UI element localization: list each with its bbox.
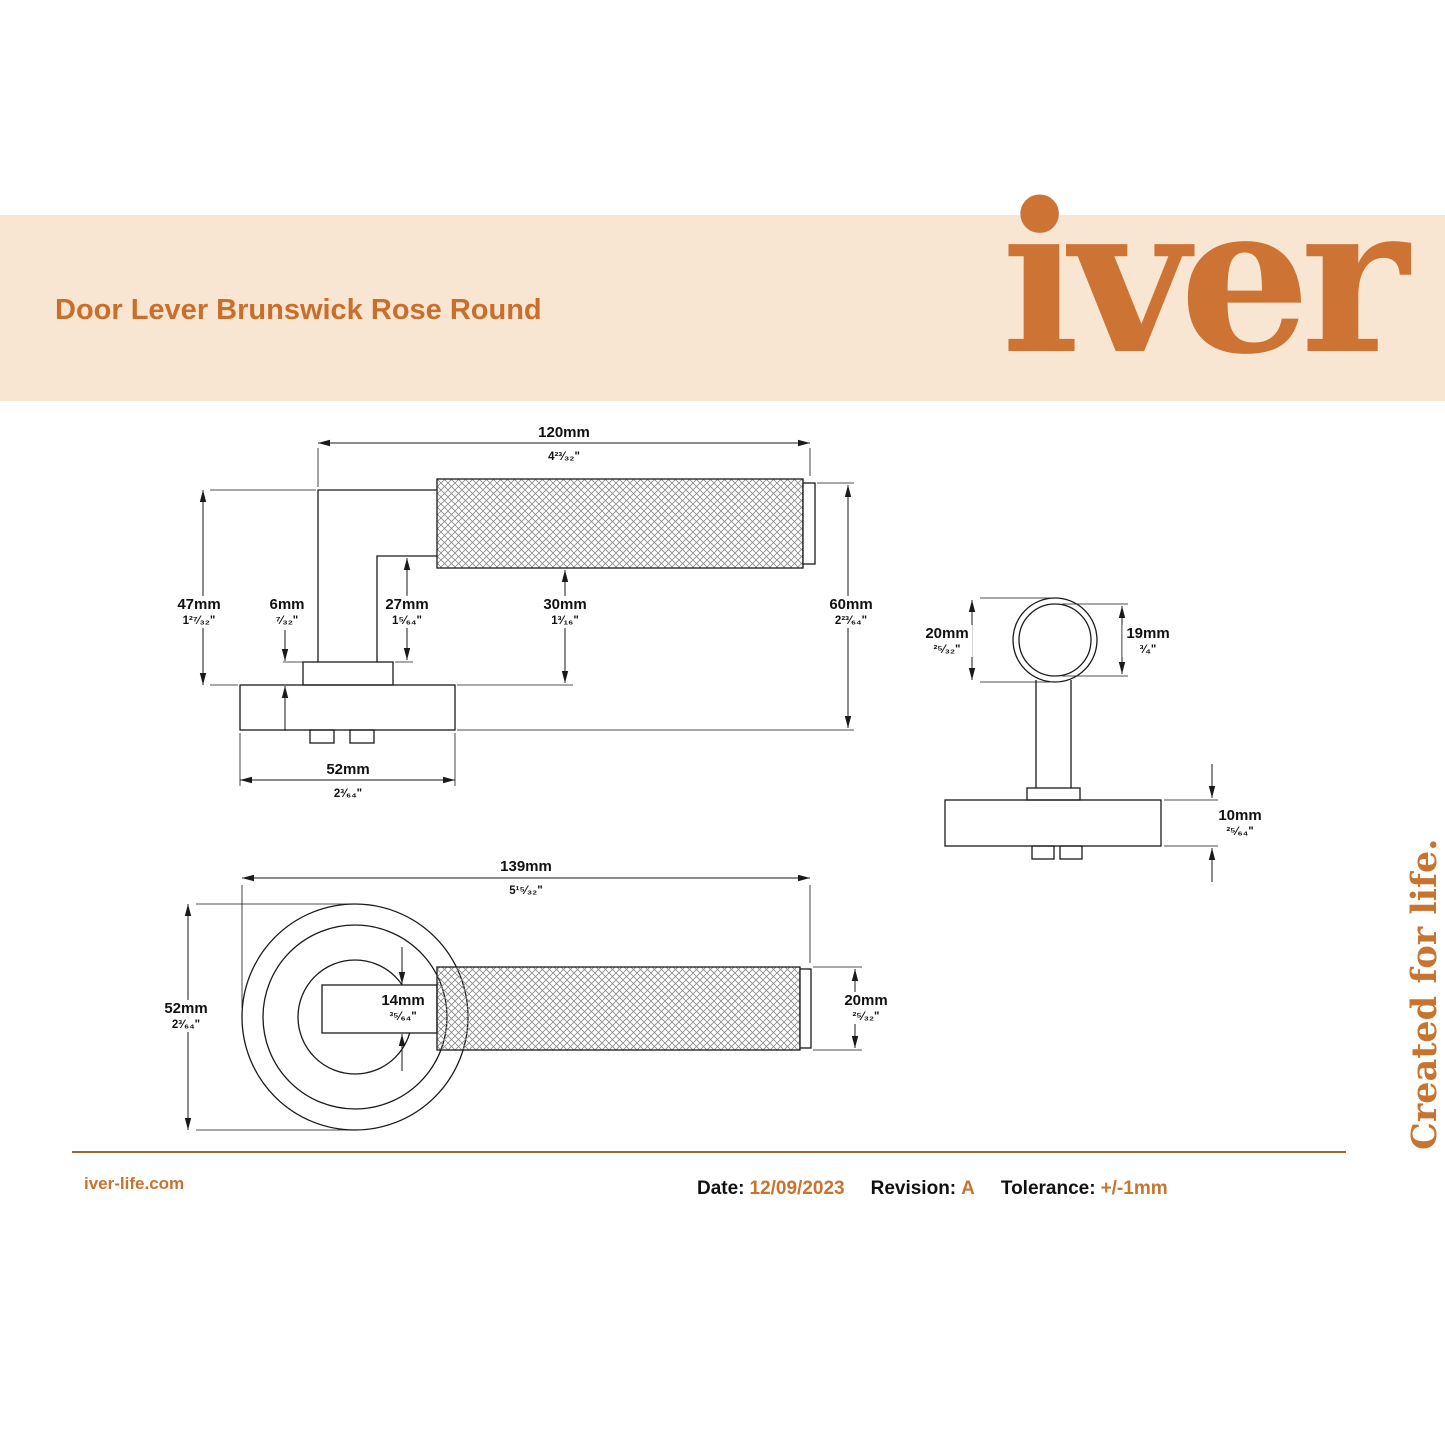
dim-mm: 60mm: [829, 595, 873, 613]
dim-inch: 2³⁄₆₄": [333, 787, 363, 800]
page-title: Door Lever Brunswick Rose Round: [55, 294, 542, 326]
neck-collar: [302, 661, 394, 686]
rose-plate-side: [239, 684, 456, 731]
dim-inch: 2³⁄₆₄": [171, 1018, 201, 1031]
dim-inch: 2²³⁄₆₄": [834, 614, 868, 627]
handle-end-cap-side: [802, 482, 816, 565]
knurled-handle-side: [436, 478, 804, 569]
stem-collar: [1026, 787, 1081, 801]
dim-mm: 6mm: [269, 595, 305, 613]
dim-inch: ²⁵⁄₃₂": [852, 1010, 880, 1023]
revision-group: Revision: A: [871, 1178, 975, 1200]
screw-right: [349, 729, 375, 744]
revision-label: Revision:: [870, 1178, 957, 1199]
dim-front-length: 139mm 5¹⁵⁄₃₂": [500, 857, 552, 897]
dim-inch: ²⁵⁄₆₄": [1226, 825, 1254, 838]
revision-value: A: [961, 1178, 975, 1199]
lever-arm-outline: [317, 489, 437, 662]
handle-end-outer-circle: [1012, 597, 1098, 683]
dim-mm: 27mm: [385, 595, 429, 613]
dim-inch: ³⁄₄": [1139, 643, 1157, 656]
dim-side-rose: 52mm 2³⁄₆₄": [326, 760, 370, 800]
date-group: Date: 12/09/2023: [697, 1178, 845, 1200]
dim-inch: 1⁵⁄₆₄": [392, 614, 422, 627]
rose-plate-end: [944, 799, 1162, 847]
dim-mm: 14mm: [381, 991, 425, 1009]
front-view-drawing: [184, 874, 862, 1131]
dim-mm: 19mm: [1126, 624, 1170, 642]
dim-mm: 120mm: [538, 423, 590, 441]
tolerance-value: +/-1mm: [1100, 1178, 1168, 1199]
dim-inch: 4²³⁄₃₂": [548, 450, 580, 463]
tolerance-label: Tolerance:: [1000, 1178, 1096, 1199]
dim-mm: 52mm: [164, 999, 208, 1017]
screw-left: [309, 729, 335, 744]
dim-mm: 139mm: [500, 857, 552, 875]
iver-logo: iver: [1001, 158, 1409, 400]
screw-left-end: [1031, 845, 1055, 860]
dim-mm: 52mm: [326, 760, 370, 778]
dim-inch: ⁷⁄₃₂": [275, 614, 299, 627]
dim-side-height: 47mm 1²⁷⁄₃₂": [173, 595, 225, 629]
dim-side-collar: 6mm ⁷⁄₃₂": [265, 595, 309, 629]
handle-end-cap-front: [799, 968, 812, 1049]
dim-end-outer: 20mm ²⁵⁄₃₂": [921, 624, 973, 658]
dim-front-rose: 52mm 2³⁄₆₄": [160, 999, 212, 1033]
dim-side-neck: 27mm 1⁵⁄₆₄": [381, 595, 433, 629]
date-label: Date:: [697, 1178, 745, 1199]
dim-mm: 30mm: [543, 595, 587, 613]
end-view-drawing: [944, 597, 1218, 882]
date-value: 12/09/2023: [749, 1178, 845, 1199]
dim-end-inner: 19mm ³⁄₄": [1122, 624, 1174, 658]
handle-end-inner-circle: [1018, 603, 1092, 677]
header-banner: [0, 215, 1445, 401]
dim-front-neck: 14mm ³⁵⁄₆₄": [377, 991, 429, 1025]
footer-divider: [72, 1151, 1346, 1153]
stem-outline: [1035, 680, 1072, 788]
website-url: iver-life.com: [84, 1174, 185, 1193]
dim-inch: 1³⁄₁₆": [551, 614, 579, 627]
knurled-handle-front: [436, 966, 801, 1051]
dim-mm: 20mm: [844, 991, 888, 1009]
dim-mm: 20mm: [925, 624, 969, 642]
dim-inch: ²⁵⁄₃₂": [933, 643, 961, 656]
dim-side-width: 120mm 4²³⁄₃₂": [538, 423, 590, 463]
dim-front-handle: 20mm ²⁵⁄₃₂": [840, 991, 892, 1025]
dim-inch: 5¹⁵⁄₃₂": [509, 884, 543, 897]
screw-right-end: [1059, 845, 1083, 860]
tolerance-group: Tolerance: +/-1mm: [1001, 1178, 1168, 1200]
dim-inch: ³⁵⁄₆₄": [389, 1010, 417, 1023]
dim-side-total: 60mm 2²³⁄₆₄": [825, 595, 877, 629]
title-block-meta: Date: 12/09/2023 Revision: A Tolerance: …: [697, 1178, 1168, 1200]
dim-inch: 1²⁷⁄₃₂": [182, 614, 216, 627]
dim-side-drop: 30mm 1³⁄₁₆": [539, 595, 591, 629]
dim-end-plate: 10mm ²⁵⁄₆₄": [1214, 806, 1266, 840]
dim-mm: 47mm: [177, 595, 221, 613]
side-view-drawing: [199, 439, 854, 786]
dim-mm: 10mm: [1218, 806, 1262, 824]
